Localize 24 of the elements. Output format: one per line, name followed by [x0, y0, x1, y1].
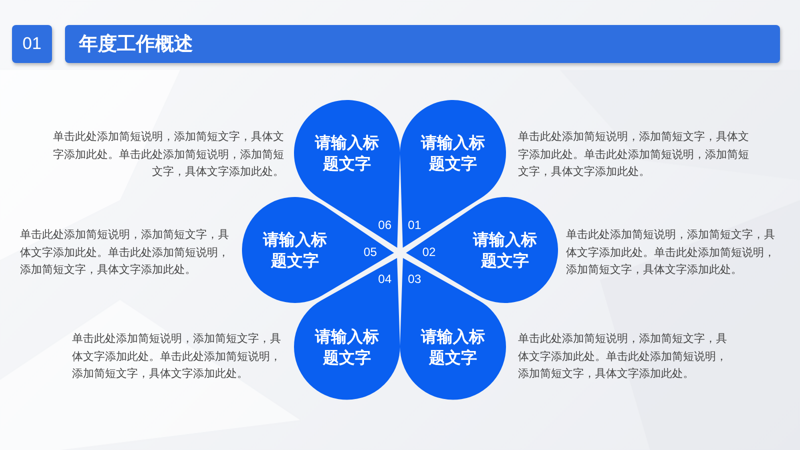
petal-title: 请输入标题文字 [420, 326, 486, 368]
description-text: 单击此处添加简短说明，添加简短文字，具体文字添加此处。单击此处添加简短说明，添加简短文字，具体文字添加此处。 [20, 227, 230, 278]
description-text: 单击此处添加简短说明，添加简短文字，具体文字添加此处。单击此处添加简短说明，添加简短文字，具体文字添加此处。 [72, 331, 282, 382]
description-text: 单击此处添加简短说明，添加简短文字，具体文字添加此处。单击此处添加简短说明，添加简短文字，具体文字添加此处。 [518, 129, 750, 180]
petal-title: 请输入标题文字 [314, 326, 380, 368]
petal-shape [294, 100, 400, 248]
petal-title: 请输入标题文字 [420, 132, 486, 174]
petal-number: 03 [408, 272, 422, 286]
petal-shape [400, 100, 506, 248]
petal-shape [242, 197, 394, 303]
petal-number: 06 [378, 218, 392, 232]
petal-number: 02 [422, 245, 436, 260]
petal-title: 请输入标题文字 [314, 132, 380, 174]
title-bar: 年度工作概述 [65, 25, 780, 63]
number-badge: 01 [12, 25, 52, 63]
petal-number: 04 [378, 272, 392, 286]
petal-title: 请输入标题文字 [472, 229, 538, 271]
petal-shape [406, 197, 558, 303]
petal-number: 05 [364, 245, 377, 260]
description-text: 单击此处添加简短说明，添加简短文字，具体文字添加此处。单击此处添加简短说明，添加简短文字，具体文字添加此处。 [566, 227, 776, 278]
petal-number: 01 [408, 218, 422, 232]
petal-title: 请输入标题文字 [262, 229, 328, 271]
description-text: 单击此处添加简短说明，添加简短文字，具体文字添加此处。单击此处添加简短说明，添加简短文字，具体文字添加此处。 [52, 129, 284, 180]
description-text: 单击此处添加简短说明，添加简短文字，具体文字添加此处。单击此处添加简短说明，添加简短文字，具体文字添加此处。 [518, 331, 728, 382]
